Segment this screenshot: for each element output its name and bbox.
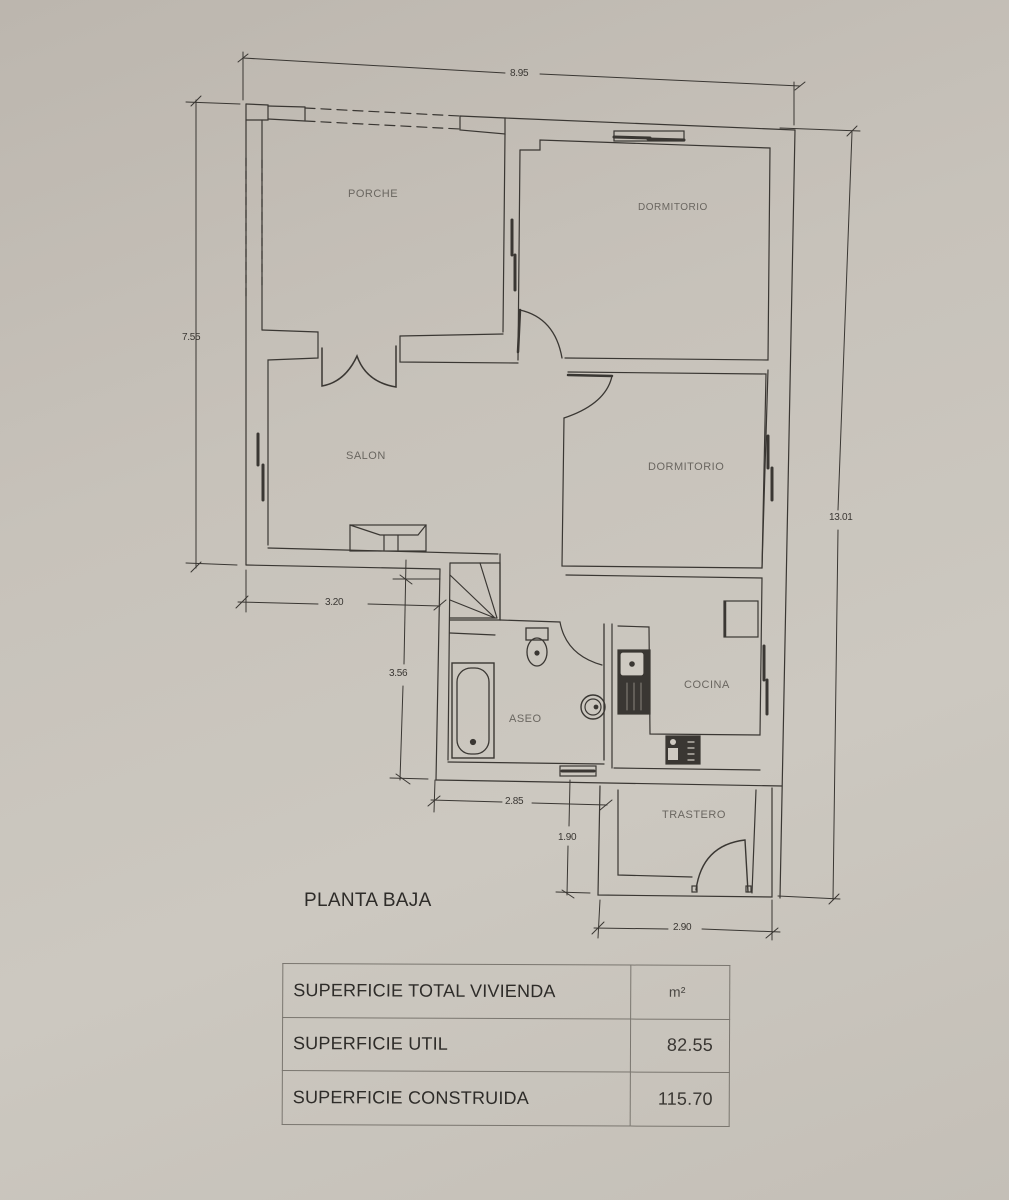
area-table: SUPERFICIE TOTAL VIVIENDA m² SUPERFICIE … (281, 963, 731, 1127)
dimension-total-height: 13.01 (829, 512, 853, 523)
room-label-dormitorio-1: DORMITORIO (638, 202, 708, 213)
dimension-aseo-width: 2.85 (505, 796, 524, 807)
walls (245, 103, 796, 899)
dimension-aseo-height: 3.56 (389, 668, 408, 679)
area-table-row-label: SUPERFICIE CONSTRUIDA (282, 1070, 631, 1127)
area-table-row-value: 82.55 (630, 1018, 730, 1073)
area-table-row-value: 115.70 (630, 1072, 730, 1127)
dimension-front-height: 7.55 (182, 332, 201, 343)
room-label-salon: SALON (346, 450, 386, 462)
area-table-header-row: SUPERFICIE TOTAL VIVIENDA m² (282, 963, 730, 1020)
room-label-cocina: COCINA (684, 679, 730, 691)
area-table-row: SUPERFICIE UTIL 82.55 (282, 1017, 730, 1073)
area-table-unit: m² (630, 965, 730, 1020)
area-table-row: SUPERFICIE CONSTRUIDA 115.70 (282, 1070, 730, 1127)
dimension-trastero-width: 2.90 (673, 922, 692, 933)
area-table-header-label: SUPERFICIE TOTAL VIVIENDA (282, 963, 631, 1019)
dimension-salon-width: 3.20 (325, 597, 344, 608)
room-label-dormitorio-2: DORMITORIO (648, 461, 725, 473)
area-table-row-label: SUPERFICIE UTIL (282, 1017, 631, 1073)
plan-title: PLANTA BAJA (304, 890, 432, 911)
room-label-aseo: ASEO (509, 713, 542, 725)
dimension-total-width: 8.95 (510, 68, 529, 79)
dimension-trastero-height: 1.90 (558, 832, 577, 843)
room-label-trastero: TRASTERO (662, 809, 726, 821)
dimension-lines (185, 51, 861, 941)
room-label-porche: PORCHE (348, 188, 399, 200)
